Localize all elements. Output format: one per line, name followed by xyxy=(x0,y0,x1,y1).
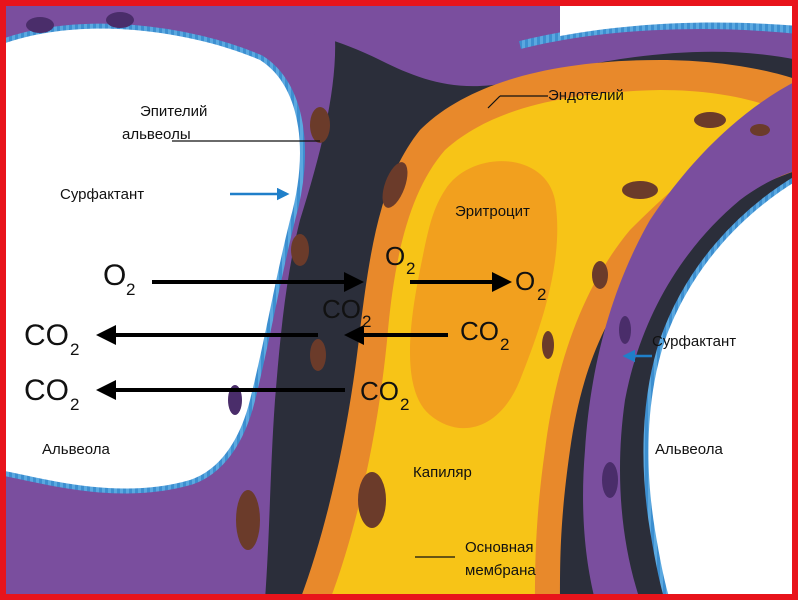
svg-text:O: O xyxy=(385,241,405,271)
svg-text:2: 2 xyxy=(362,312,371,331)
svg-text:O: O xyxy=(103,259,126,292)
label-alveola-right: Альвеола xyxy=(655,441,723,458)
label-epithelium-1: Эпителий xyxy=(140,103,207,120)
svg-text:2: 2 xyxy=(537,285,546,304)
svg-text:2: 2 xyxy=(400,395,409,414)
svg-text:O: O xyxy=(515,266,535,296)
label-endothelium: Эндотелий xyxy=(548,87,624,104)
svg-text:2: 2 xyxy=(70,340,79,359)
label-capillary: Капиляр xyxy=(413,464,472,481)
label-membrane-1: Основная xyxy=(465,539,534,556)
svg-text:CO: CO xyxy=(460,316,499,346)
label-erythrocyte: Эритроцит xyxy=(455,203,530,220)
svg-text:CO: CO xyxy=(24,374,69,407)
svg-text:CO: CO xyxy=(24,319,69,352)
label-surfactant-left: Сурфактант xyxy=(60,186,144,203)
label-epithelium-2: альвеолы xyxy=(122,126,191,143)
svg-text:2: 2 xyxy=(500,335,509,354)
svg-text:2: 2 xyxy=(126,280,135,299)
svg-text:CO: CO xyxy=(360,376,399,406)
svg-text:2: 2 xyxy=(70,395,79,414)
svg-text:2: 2 xyxy=(406,259,415,278)
label-alveola-left: Альвеола xyxy=(42,441,110,458)
svg-text:CO: CO xyxy=(322,294,361,324)
label-surfactant-right: Сурфактант xyxy=(652,333,736,350)
label-membrane-2: мембрана xyxy=(465,562,536,579)
